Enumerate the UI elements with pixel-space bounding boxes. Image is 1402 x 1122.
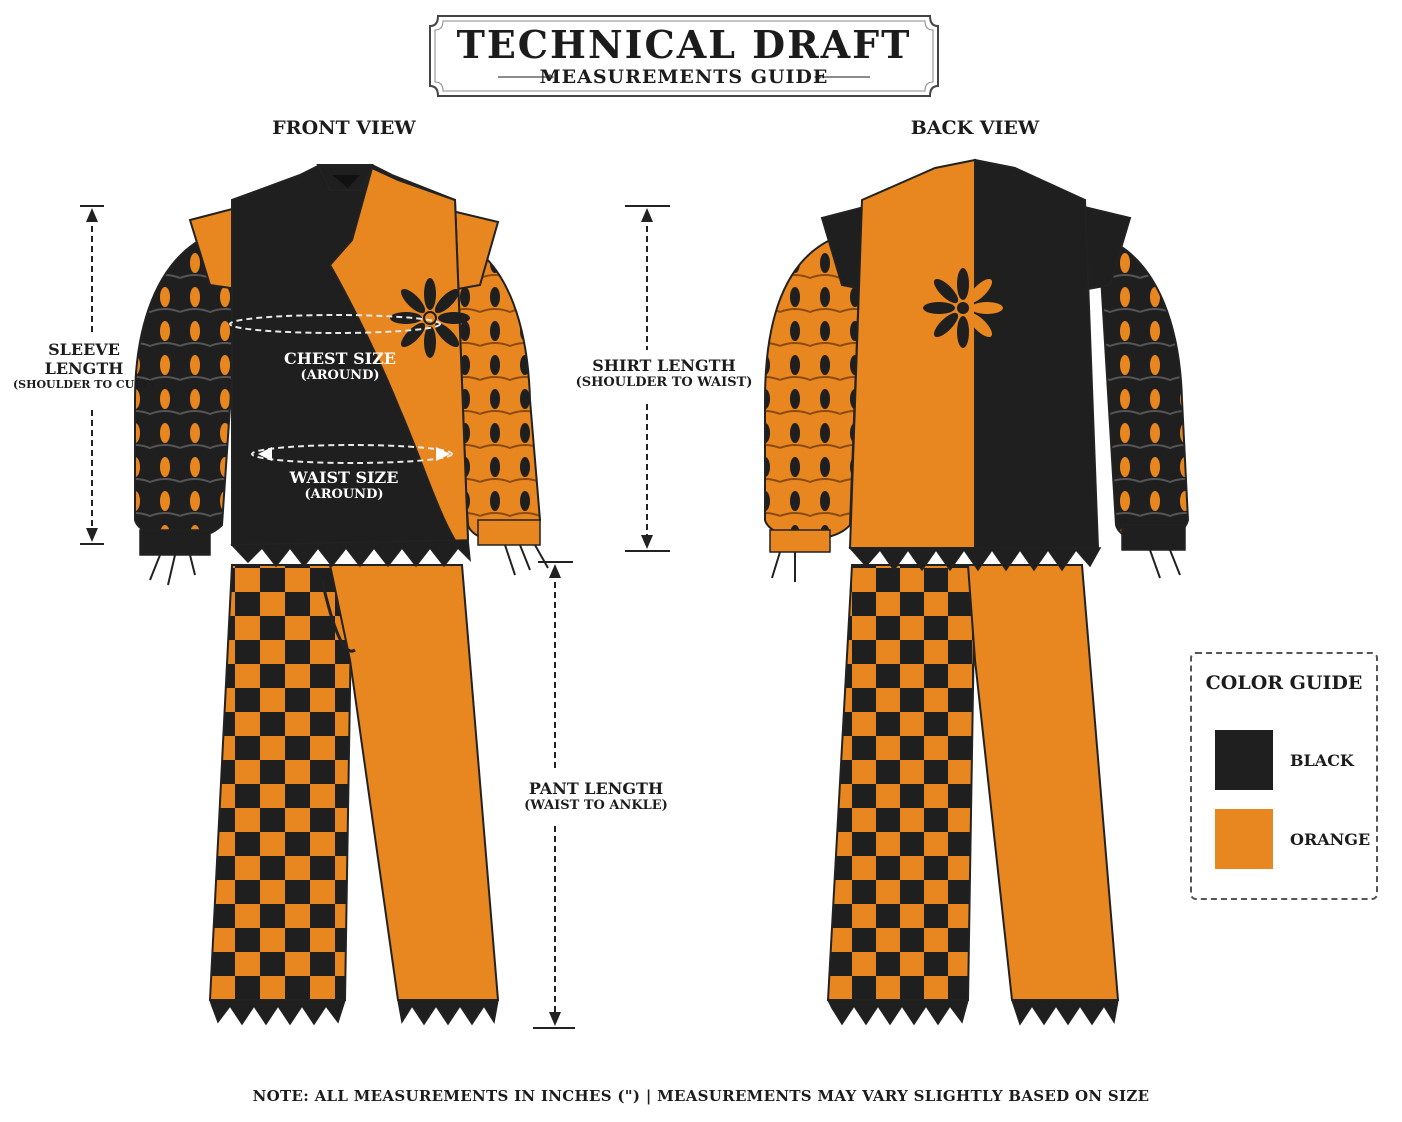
flower-cutout-back xyxy=(923,268,1003,348)
waist-size-label: WAIST SIZE (AROUND) xyxy=(254,468,434,502)
pant-detail: (WAIST TO ANKLE) xyxy=(524,798,668,813)
swatch-orange xyxy=(1215,809,1273,869)
shirt-detail: (SHOULDER TO WAIST) xyxy=(575,375,753,390)
chest-detail: (AROUND) xyxy=(300,368,380,383)
back-view-label: BACK VIEW xyxy=(910,117,1040,139)
flower-cutout-front xyxy=(390,278,470,358)
sleeve-length-label: SLEEVE LENGTH (SHOULDER TO CUFF) xyxy=(4,340,164,391)
waist-measure-line xyxy=(251,444,453,464)
waist-label: WAIST SIZE xyxy=(289,468,399,487)
measurement-arrows xyxy=(80,205,670,1029)
sleeve-label-detail: (SHOULDER TO CUFF) xyxy=(12,378,156,391)
footer-note: NOTE: ALL MEASUREMENTS IN INCHES (") | M… xyxy=(252,1087,1150,1105)
pant-label: PANT LENGTH xyxy=(528,779,664,798)
waist-detail: (AROUND) xyxy=(304,487,384,502)
front-view-figure xyxy=(134,164,549,1026)
front-view-label: FRONT VIEW xyxy=(272,117,416,139)
chest-measure-line xyxy=(229,314,441,334)
arrow-heads xyxy=(86,208,653,1026)
shirt-label: SHIRT LENGTH xyxy=(592,356,736,375)
page-subtitle: MEASUREMENTS GUIDE xyxy=(539,66,829,88)
title-frame xyxy=(429,15,939,97)
color-guide-legend: COLOR GUIDE BLACK ORANGE xyxy=(1190,652,1378,900)
back-view-figure xyxy=(764,158,1190,1026)
legend-label-black: BLACK xyxy=(1290,751,1354,770)
sleeve-label-line2: LENGTH xyxy=(44,359,124,378)
legend-label-orange: ORANGE xyxy=(1290,830,1371,849)
title-box: TECHNICAL DRAFT MEASUREMENTS GUIDE xyxy=(428,14,940,98)
pant-length-label: PANT LENGTH (WAIST TO ANKLE) xyxy=(498,779,694,813)
page-title: TECHNICAL DRAFT xyxy=(456,22,912,67)
front-pants xyxy=(208,564,500,1026)
sleeve-label-line1: SLEEVE xyxy=(48,340,120,359)
swatch-black xyxy=(1215,730,1273,790)
shirt-length-label: SHIRT LENGTH (SHOULDER TO WAIST) xyxy=(566,356,762,390)
chest-label: CHEST SIZE xyxy=(284,349,396,368)
chest-size-label: CHEST SIZE (AROUND) xyxy=(250,349,430,383)
legend-title: COLOR GUIDE xyxy=(1205,672,1363,694)
